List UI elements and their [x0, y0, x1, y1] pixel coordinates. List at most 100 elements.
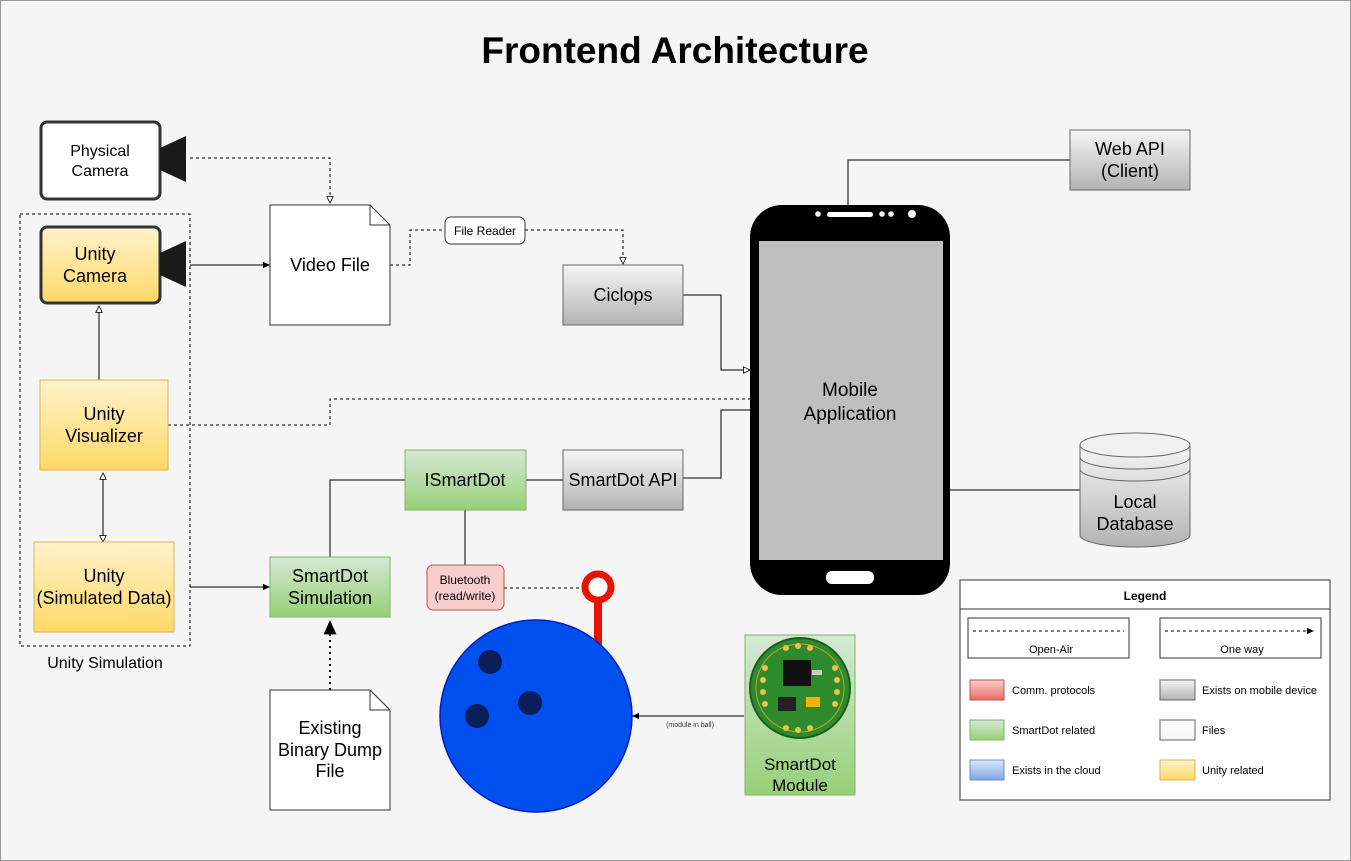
phone-home-button	[826, 571, 874, 584]
legend-one-way-box	[1159, 617, 1322, 659]
legend: Legend Open-Air One way Comm. protocols …	[959, 579, 1331, 801]
legend-item-label: Comm. protocols	[1012, 685, 1096, 697]
video-file-shape	[269, 204, 391, 326]
legend-one-way-label: One way	[1220, 644, 1264, 656]
unity-camera-label-1: Unity	[74, 244, 115, 264]
legend-open-air-box	[967, 617, 1130, 659]
unity-visualizer-label-1: Unity	[83, 404, 124, 424]
legend-item-label: Unity related	[1202, 765, 1264, 777]
legend-item-label: Exists in the cloud	[1012, 765, 1101, 777]
binary-dump-label-3: File	[315, 761, 344, 781]
smartdot-simulation: SmartDot Simulation	[269, 556, 391, 618]
unity-simulated-data-label-2: (Simulated Data)	[36, 588, 171, 608]
smartdot-simulation-label-2: Simulation	[288, 588, 372, 608]
edge-smartdot-sim-to-ismartdot	[329, 479, 405, 557]
legend-title: Legend	[1124, 589, 1167, 603]
ismartdot-label: ISmartDot	[424, 470, 505, 490]
edge-file-reader-to-ciclops	[525, 229, 623, 264]
smartdot-module-label-2: Module	[772, 776, 828, 795]
edge-visualizer-to-mobile-app	[168, 398, 750, 426]
file-reader: File Reader	[444, 216, 526, 245]
ismartdot-box	[404, 449, 527, 511]
smartdot-api-box	[562, 449, 684, 511]
edge-ciclops-to-mobile-app	[683, 294, 750, 370]
bluetooth-box	[426, 564, 505, 611]
legend-swatch-mobile	[1159, 679, 1196, 701]
unity-camera-body	[39, 225, 162, 305]
physical-camera-body	[39, 120, 162, 201]
local-db-label-2: Database	[1096, 514, 1173, 534]
unity-simulated-data-box	[33, 541, 175, 633]
smart-ball-icon	[439, 570, 633, 813]
bluetooth-label-2: (read/write)	[435, 589, 496, 603]
unity-simulation-group	[19, 213, 191, 647]
ball-pin-ring	[581, 570, 615, 604]
physical-camera: Physical Camera	[39, 120, 186, 201]
edge-physical-camera-to-video-file	[190, 157, 330, 203]
database-body	[1079, 445, 1191, 548]
physical-camera-label-2: Camera	[72, 163, 129, 180]
legend-item-label: Files	[1202, 725, 1226, 737]
edge-smartdot-api-to-mobile-app	[683, 409, 750, 479]
bluetooth: Bluetooth (read/write)	[426, 564, 505, 611]
unity-visualizer: Unity Visualizer	[39, 379, 169, 471]
video-file-label: Video File	[290, 255, 370, 275]
phone-speaker-icon	[827, 212, 873, 217]
unity-simulation-label: Unity Simulation	[47, 655, 163, 672]
database-top	[1079, 432, 1191, 458]
file-reader-box	[444, 216, 526, 245]
smartdot-api: SmartDot API	[562, 449, 684, 511]
legend-item-label: SmartDot related	[1012, 725, 1095, 737]
smartdot-api-label: SmartDot API	[568, 470, 677, 490]
unity-visualizer-box	[39, 379, 169, 471]
edge-video-file-to-file-reader	[390, 229, 445, 266]
camera-lens-icon	[160, 136, 186, 182]
legend-swatch-smartdot	[969, 719, 1005, 741]
unity-camera-label-2: Camera	[63, 266, 128, 286]
module-in-ball-label: (module in ball)	[666, 722, 714, 729]
binary-dump-label-2: Binary Dump	[278, 740, 382, 760]
legend-swatch-comm	[969, 679, 1005, 701]
local-db-label-1: Local	[1113, 492, 1156, 512]
unity-visualizer-label-2: Visualizer	[65, 426, 143, 446]
ball-hole	[465, 704, 489, 728]
physical-camera-label-1: Physical	[70, 143, 130, 160]
web-api: Web API (Client)	[1069, 129, 1191, 191]
ciclops-box	[562, 264, 684, 326]
video-file: Video File	[269, 204, 391, 326]
legend-item-label: Exists on mobile device	[1202, 685, 1317, 697]
file-reader-label: File Reader	[454, 224, 516, 238]
smartdot-module: SmartDot Module	[744, 634, 856, 796]
binary-dump-label-1: Existing	[298, 718, 361, 738]
legend-swatch-unity	[1159, 759, 1196, 781]
smartdot-simulation-label-1: SmartDot	[292, 566, 368, 586]
bluetooth-label-1: Bluetooth	[440, 573, 491, 587]
phone-camera-icon	[879, 211, 885, 217]
edge-mobile-app-to-web-api	[847, 159, 1070, 205]
ismartdot: ISmartDot	[404, 449, 527, 511]
legend-swatch-cloud	[969, 759, 1005, 781]
legend-swatch-files	[1159, 719, 1196, 741]
smartdot-simulation-box	[269, 556, 391, 618]
ball-hole	[518, 691, 542, 715]
phone-screen	[759, 241, 943, 560]
connectors	[99, 157, 1080, 720]
ciclops-label: Ciclops	[593, 285, 652, 305]
phone-sensor-icon	[815, 211, 821, 217]
pcb-icon	[749, 637, 851, 739]
unity-simulated-data: Unity (Simulated Data)	[33, 541, 175, 633]
web-api-label-1: Web API	[1095, 139, 1165, 159]
unity-simulated-data-label-1: Unity	[83, 566, 124, 586]
phone-camera-icon	[908, 210, 916, 218]
legend-open-air-label: Open-Air	[1029, 644, 1073, 656]
mobile-application: Mobile Application	[750, 205, 950, 595]
legend-box	[959, 579, 1331, 801]
camera-lens-icon	[160, 241, 186, 287]
ball-hole	[478, 650, 502, 674]
ciclops: Ciclops	[562, 264, 684, 326]
diagram-title: Frontend Architecture	[481, 30, 868, 71]
ball-pin-stem	[594, 598, 602, 648]
web-api-box	[1069, 129, 1191, 191]
unity-camera: Unity Camera	[39, 225, 186, 305]
